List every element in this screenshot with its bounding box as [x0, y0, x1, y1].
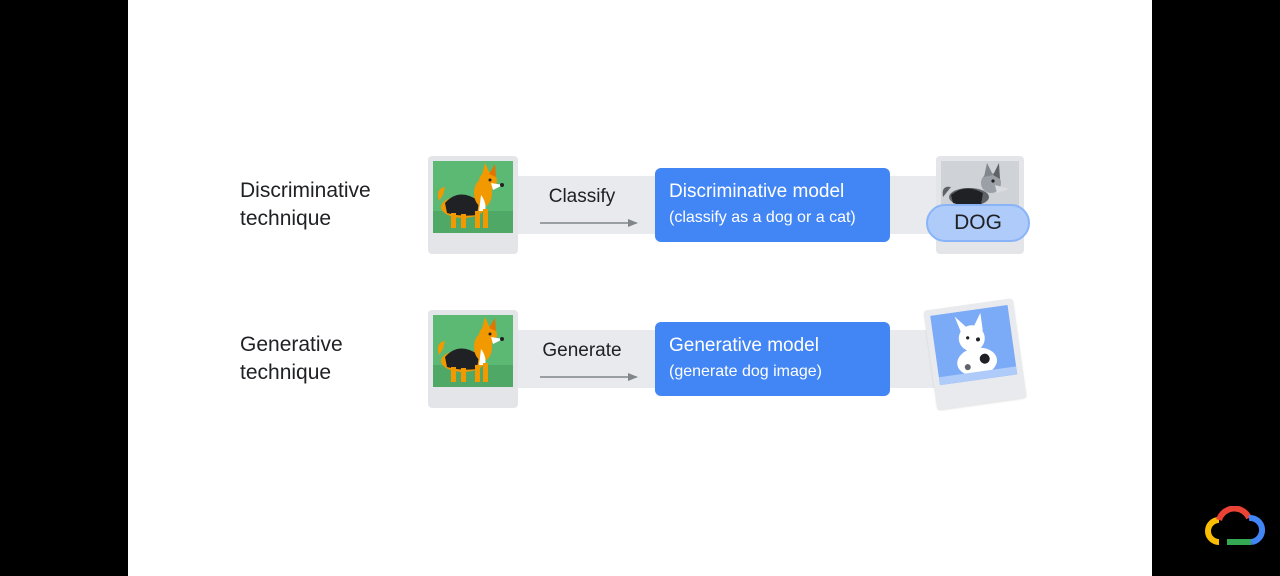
technique-label: Discriminative technique	[240, 177, 371, 233]
input-image	[428, 310, 518, 408]
dog-illustration-icon	[433, 163, 513, 233]
model-subtitle: (generate dog image)	[669, 363, 822, 380]
technique-label-line2: technique	[240, 207, 332, 230]
husky-illustration-icon	[942, 163, 1009, 206]
discriminative-model-box: Discriminative model (classify as a dog …	[655, 168, 890, 242]
technique-label-line2: technique	[240, 361, 332, 384]
arrow-right-icon	[540, 219, 638, 227]
model-title: Generative model	[669, 335, 819, 356]
technique-label-line1: Discriminative	[240, 179, 371, 202]
dog-result-badge: DOG	[926, 204, 1030, 242]
model-subtitle: (classify as a dog or a cat)	[669, 209, 856, 226]
technique-label-line1: Generative	[240, 333, 343, 356]
discriminative-row: Discriminative technique	[128, 150, 1152, 260]
model-title: Discriminative model	[669, 181, 845, 202]
slide: Discriminative technique	[128, 0, 1152, 576]
generate-label: Generate	[542, 340, 622, 361]
google-cloud-logo-icon	[1205, 506, 1265, 545]
spotted-dog-illustration-icon	[938, 312, 1018, 386]
classify-label: Classify	[548, 186, 616, 207]
dog-illustration-icon	[433, 317, 513, 387]
generative-model-box: Generative model (generate dog image)	[655, 322, 890, 396]
technique-label: Generative technique	[240, 331, 343, 387]
generated-image	[923, 298, 1027, 410]
input-image	[428, 156, 518, 254]
generative-row: Generative technique	[128, 298, 1152, 414]
arrow-right-icon	[540, 373, 638, 381]
